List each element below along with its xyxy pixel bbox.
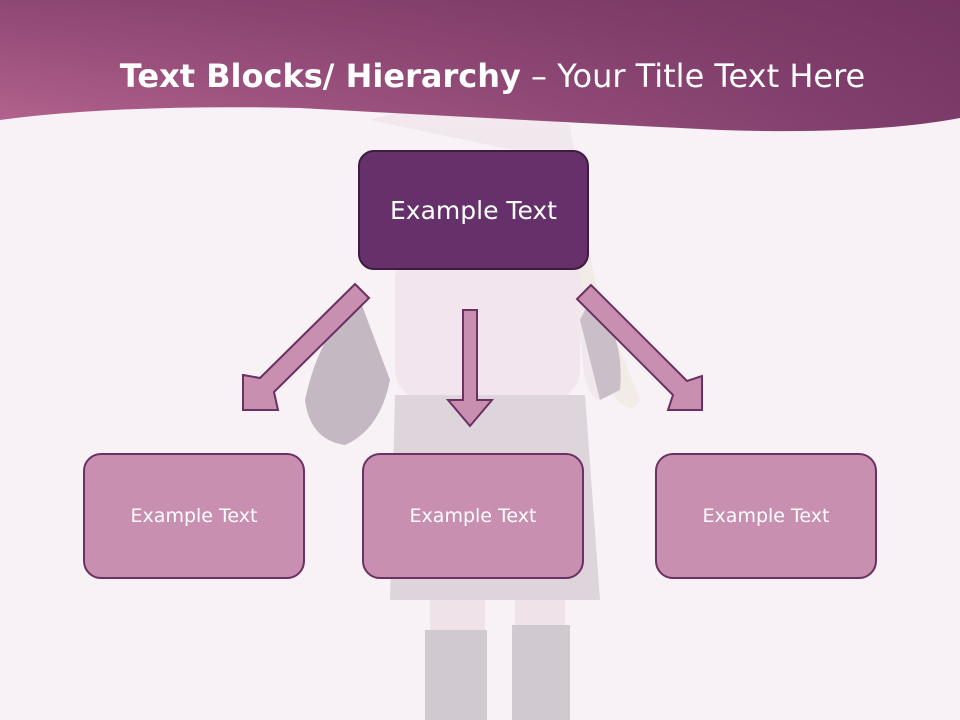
child-box-left-text: Example Text bbox=[130, 505, 258, 527]
child-box-right-text: Example Text bbox=[702, 505, 830, 527]
top-level-box: Example Text bbox=[358, 150, 589, 270]
header-banner bbox=[0, 0, 960, 132]
arrow-left bbox=[242, 282, 371, 411]
child-box-left: Example Text bbox=[83, 453, 305, 579]
child-box-center-text: Example Text bbox=[409, 505, 537, 527]
arrow-right bbox=[575, 283, 703, 411]
child-box-right: Example Text bbox=[655, 453, 877, 579]
slide-title-bold: Text Blocks/ Hierarchy bbox=[119, 57, 521, 95]
slide-title-rest: – Your Title Text Here bbox=[520, 57, 866, 95]
slide-title: Text Blocks/ Hierarchy – Your Title Text… bbox=[0, 52, 960, 100]
arrow-center bbox=[445, 309, 495, 428]
top-level-box-text: Example Text bbox=[390, 195, 557, 225]
child-box-center: Example Text bbox=[362, 453, 584, 579]
